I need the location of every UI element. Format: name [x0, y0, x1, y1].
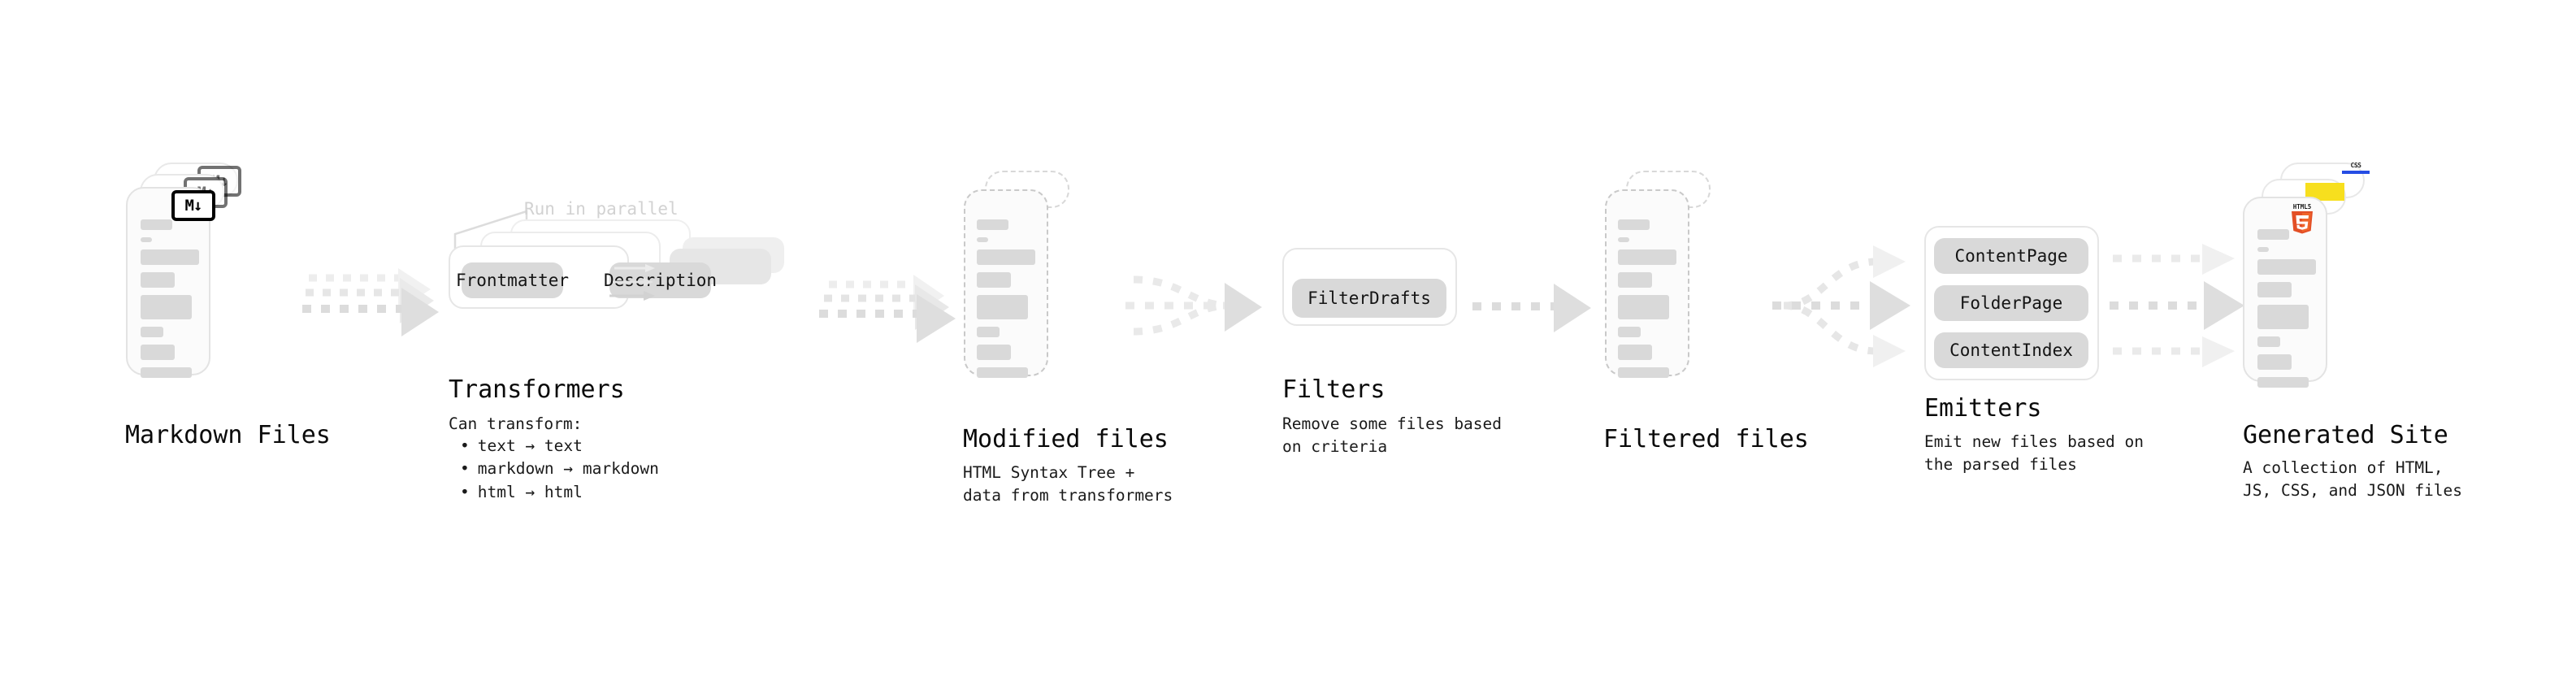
emitter-pill-contentpage[interactable]: ContentPage	[1934, 238, 2088, 274]
arrow-markdown-to-transformers	[302, 268, 439, 336]
filter-pill-filterdrafts[interactable]: FilterDrafts	[1292, 279, 1446, 318]
arrow-emitters-to-site	[2110, 244, 2244, 367]
js-badge	[2305, 183, 2344, 201]
site-skeleton-bars	[2257, 229, 2316, 395]
markdown-skeleton-bars	[141, 219, 199, 385]
html5-wordmark: HTML5	[2293, 203, 2312, 210]
modified-skeleton-bars	[977, 219, 1035, 385]
generated-site-title: Generated Site	[2243, 421, 2448, 449]
transformers-bullet-list: text → text markdown → markdown html → h…	[449, 435, 659, 504]
filters-subtitle: Remove some files based on criteria	[1282, 414, 1503, 457]
emitters-title: Emitters	[1924, 394, 2042, 423]
filtered-files-title: Filtered files	[1603, 425, 1809, 453]
filtered-skeleton-bars	[1618, 219, 1676, 385]
emitter-pill-contentindex[interactable]: ContentIndex	[1934, 332, 2088, 368]
css-badge-label: CSS	[2350, 162, 2361, 169]
generated-site-subtitle: A collection of HTML, JS, CSS, and JSON …	[2243, 458, 2463, 501]
arrow-filtered-to-emitters	[1772, 245, 1910, 367]
css-badge: CSS	[2342, 162, 2370, 174]
emitter-pill-folderpage[interactable]: FolderPage	[1934, 285, 2088, 321]
arrow-filters-to-filtered	[1472, 284, 1591, 332]
transformer-pill-description[interactable]: Description	[604, 262, 717, 298]
transformer-inner-arrows	[609, 264, 655, 301]
transformers-bullet-0: text → text	[460, 435, 659, 458]
transformers-bullet-2: html → html	[460, 481, 659, 504]
run-in-parallel-note: Run in parallel	[524, 199, 679, 219]
modified-files-title: Modified files	[963, 425, 1169, 453]
html5-icon: HTML5	[2292, 203, 2313, 234]
arrow-transformers-to-modified	[819, 275, 956, 343]
markdown-files-title: Markdown Files	[125, 421, 331, 449]
transformer-pill-frontmatter[interactable]: Frontmatter	[456, 262, 569, 298]
markdown-badge-front: M↓	[171, 190, 215, 221]
emitters-subtitle: Emit new files based on the parsed files	[1924, 432, 2144, 475]
transformers-subtitle: Can transform:	[449, 414, 583, 433]
modified-files-subtitle: HTML Syntax Tree + data from transformer…	[963, 463, 1173, 505]
transformers-title: Transformers	[449, 375, 625, 404]
transformers-bullet-1: markdown → markdown	[460, 458, 659, 480]
arrow-modified-to-filters	[1125, 275, 1262, 336]
filters-title: Filters	[1282, 375, 1386, 404]
